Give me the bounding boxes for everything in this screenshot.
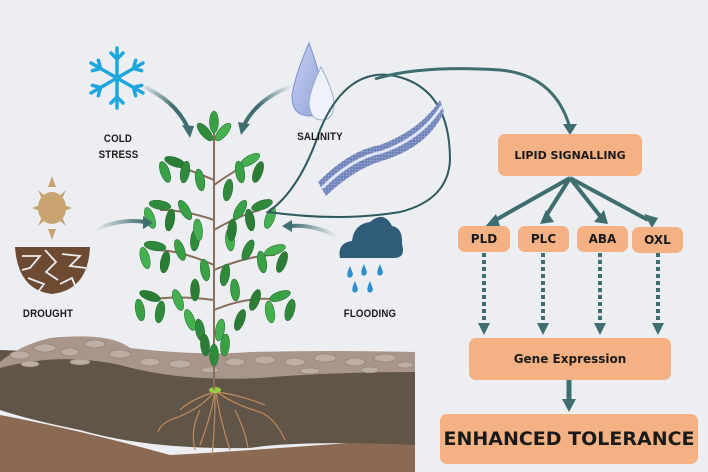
leaf bbox=[256, 250, 268, 274]
leaf bbox=[244, 208, 256, 232]
flooding-label: FLOODING bbox=[343, 308, 397, 320]
leaf bbox=[179, 160, 191, 184]
plant-roots bbox=[157, 391, 286, 456]
leaf bbox=[174, 239, 186, 261]
leaf bbox=[199, 258, 211, 282]
cold-label-line2: STRESS bbox=[98, 149, 139, 161]
arrowhead-gene-1 bbox=[478, 323, 490, 335]
cold-stress-label: COLD STRESS bbox=[98, 131, 139, 163]
plant-leaves bbox=[134, 110, 296, 367]
arrowhead-oxl bbox=[644, 214, 658, 228]
salinity-arrowhead bbox=[238, 122, 250, 135]
pathway-box-oxl: OXL bbox=[632, 227, 683, 253]
leaf bbox=[194, 168, 206, 192]
leaf bbox=[251, 199, 273, 211]
leaf bbox=[209, 110, 219, 134]
lipid-branch-arrows bbox=[491, 176, 649, 224]
flooding-arrowhead bbox=[282, 220, 292, 232]
arrowhead-gene-2 bbox=[537, 323, 549, 335]
leaf bbox=[143, 240, 167, 252]
drought-arrowhead bbox=[143, 216, 153, 229]
leaf bbox=[249, 289, 261, 311]
pathway-box-aba: ABA bbox=[577, 226, 628, 252]
cold-arrow bbox=[139, 83, 190, 129]
pathway-box-plc: PLC bbox=[518, 226, 569, 252]
leaf bbox=[159, 250, 171, 274]
drought-arrow bbox=[94, 219, 146, 232]
leaf bbox=[209, 343, 219, 367]
arrowhead-gene-3 bbox=[594, 323, 606, 335]
leaf bbox=[264, 244, 286, 256]
soil-ground bbox=[0, 336, 415, 472]
leaf bbox=[193, 218, 203, 242]
leaf bbox=[139, 290, 161, 302]
enhanced-tolerance-box: ENHANCED TOLERANCE bbox=[440, 414, 698, 464]
gene-to-tolerance-arrowhead bbox=[562, 399, 576, 412]
leaf bbox=[200, 333, 210, 357]
leaf bbox=[222, 178, 234, 202]
leaf bbox=[196, 122, 214, 142]
leaf bbox=[234, 160, 246, 184]
leaf bbox=[184, 309, 196, 331]
leaf bbox=[230, 278, 240, 302]
flooding-arrow bbox=[289, 223, 338, 238]
sun-cracked-soil-icon bbox=[15, 176, 90, 294]
leaf bbox=[139, 247, 151, 269]
cold-arrowhead bbox=[182, 125, 194, 138]
leaf bbox=[178, 199, 192, 221]
leaf bbox=[252, 161, 264, 183]
cold-label-line1: COLD bbox=[103, 133, 133, 145]
leaf bbox=[284, 299, 296, 321]
arrowhead-pld bbox=[484, 214, 500, 228]
leaf bbox=[164, 208, 176, 232]
arrowhead-plc bbox=[540, 210, 554, 224]
leaf bbox=[264, 300, 276, 324]
leaf bbox=[219, 263, 231, 287]
salinity-arrow bbox=[242, 84, 293, 126]
arrowhead-aba bbox=[594, 210, 608, 224]
membrane-callout-outline bbox=[265, 73, 452, 218]
rain-cloud-icon bbox=[339, 216, 403, 293]
pathway-box-pld: PLD bbox=[458, 226, 510, 252]
leaf bbox=[214, 318, 226, 342]
lipid-bilayer-icon bbox=[318, 100, 444, 196]
lipid-signalling-box: LIPID SIGNALLING bbox=[498, 134, 642, 176]
water-drops-icon bbox=[291, 41, 335, 121]
leaf bbox=[241, 239, 255, 261]
gene-expression-box: Gene Expression bbox=[469, 338, 671, 380]
leaf bbox=[172, 289, 184, 311]
membrane-to-lipid-arrowhead bbox=[563, 124, 577, 135]
salinity-label: SALINITY bbox=[297, 131, 343, 143]
leaf bbox=[276, 251, 288, 273]
leaf bbox=[214, 122, 232, 142]
leaf bbox=[190, 278, 200, 302]
membrane-to-lipid-arrow bbox=[374, 67, 572, 129]
soil-stones bbox=[9, 339, 414, 375]
leaf bbox=[134, 298, 146, 322]
leaf bbox=[269, 290, 291, 302]
leaf bbox=[227, 218, 237, 242]
arrowhead-gene-4 bbox=[652, 323, 664, 335]
pathway-to-gene-arrows bbox=[482, 253, 660, 323]
snowflake-icon bbox=[86, 46, 148, 110]
leaf bbox=[154, 300, 166, 324]
leaf bbox=[148, 199, 172, 211]
leaf bbox=[220, 333, 230, 357]
leaf bbox=[159, 161, 171, 183]
leaf bbox=[234, 309, 246, 331]
drought-label: DROUGHT bbox=[22, 308, 74, 320]
